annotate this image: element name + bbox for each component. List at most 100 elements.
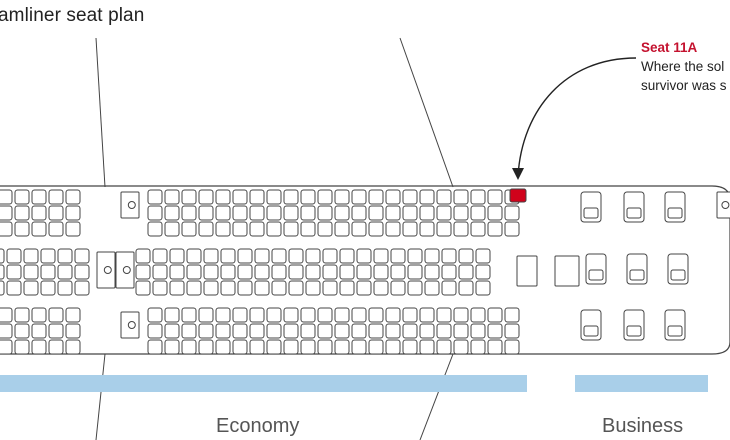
economy-seat bbox=[237, 248, 253, 264]
economy-seat bbox=[147, 221, 163, 237]
economy-seat bbox=[57, 264, 73, 280]
economy-seat bbox=[373, 264, 389, 280]
toilet-icon bbox=[122, 266, 131, 274]
callout-seat-label: Seat 11A bbox=[641, 40, 698, 55]
economy-seat bbox=[351, 189, 367, 205]
economy-seat bbox=[0, 323, 13, 339]
galley-unit bbox=[554, 255, 580, 287]
economy-seat bbox=[453, 323, 469, 339]
economy-seat bbox=[487, 323, 503, 339]
callout-arrow bbox=[517, 57, 637, 177]
economy-seat bbox=[402, 205, 418, 221]
economy-seat bbox=[169, 280, 185, 296]
economy-seat bbox=[283, 221, 299, 237]
economy-seat bbox=[0, 221, 13, 237]
economy-seat bbox=[74, 280, 90, 296]
economy-seat bbox=[266, 221, 282, 237]
economy-seat bbox=[351, 323, 367, 339]
business-label: Business bbox=[602, 415, 684, 437]
economy-seat bbox=[23, 280, 39, 296]
economy-seat bbox=[487, 189, 503, 205]
fuselage-outline bbox=[0, 185, 730, 355]
business-cabin-bar bbox=[575, 375, 708, 392]
economy-seat bbox=[65, 189, 81, 205]
economy-seat bbox=[220, 264, 236, 280]
toilet-icon bbox=[127, 201, 136, 209]
economy-seat bbox=[198, 307, 214, 323]
economy-seat bbox=[6, 280, 22, 296]
economy-seat bbox=[249, 307, 265, 323]
economy-seat bbox=[351, 221, 367, 237]
economy-seat bbox=[368, 307, 384, 323]
economy-seat bbox=[249, 189, 265, 205]
economy-seat bbox=[249, 221, 265, 237]
leader-line-top-right bbox=[399, 37, 454, 188]
economy-seat bbox=[470, 339, 486, 355]
economy-label: Economy bbox=[216, 415, 300, 437]
economy-seat bbox=[368, 339, 384, 355]
economy-seat bbox=[390, 280, 406, 296]
economy-seat bbox=[300, 189, 316, 205]
economy-seat bbox=[436, 205, 452, 221]
economy-seat bbox=[436, 307, 452, 323]
galley-unit bbox=[516, 255, 538, 287]
economy-seat bbox=[237, 264, 253, 280]
business-seat-cushion bbox=[667, 325, 683, 337]
economy-seat bbox=[249, 323, 265, 339]
economy-seat bbox=[487, 205, 503, 221]
economy-seat bbox=[147, 189, 163, 205]
economy-seat bbox=[419, 323, 435, 339]
economy-seat bbox=[436, 189, 452, 205]
economy-seat bbox=[0, 280, 5, 296]
economy-seat bbox=[334, 221, 350, 237]
economy-seat bbox=[31, 205, 47, 221]
economy-seat bbox=[305, 248, 321, 264]
economy-seat bbox=[232, 323, 248, 339]
economy-seat bbox=[368, 205, 384, 221]
economy-seat bbox=[470, 189, 486, 205]
business-seat-cushion bbox=[626, 325, 642, 337]
callout-arrowhead bbox=[512, 168, 524, 180]
economy-seat bbox=[65, 205, 81, 221]
economy-seat bbox=[220, 248, 236, 264]
economy-seat bbox=[475, 280, 491, 296]
economy-seat bbox=[65, 307, 81, 323]
economy-seat bbox=[181, 205, 197, 221]
seat-callout: Seat 11A Where the sol survivor was s bbox=[641, 38, 727, 95]
economy-seat bbox=[266, 307, 282, 323]
economy-seat bbox=[74, 248, 90, 264]
economy-seat bbox=[232, 189, 248, 205]
economy-seat bbox=[368, 221, 384, 237]
economy-seat bbox=[254, 280, 270, 296]
economy-seat bbox=[186, 280, 202, 296]
economy-seat bbox=[436, 339, 452, 355]
economy-seat bbox=[407, 280, 423, 296]
economy-seat bbox=[40, 280, 56, 296]
lavatory bbox=[96, 251, 116, 289]
economy-seat bbox=[487, 221, 503, 237]
economy-seat bbox=[215, 339, 231, 355]
economy-seat bbox=[65, 221, 81, 237]
economy-seat bbox=[322, 248, 338, 264]
economy-seat bbox=[232, 339, 248, 355]
lavatory bbox=[120, 311, 140, 339]
economy-seat bbox=[147, 323, 163, 339]
economy-seat bbox=[48, 189, 64, 205]
lavatory bbox=[115, 251, 135, 289]
business-seat-cushion bbox=[667, 207, 683, 219]
economy-seat bbox=[385, 307, 401, 323]
economy-seat bbox=[402, 339, 418, 355]
economy-seat bbox=[504, 339, 520, 355]
seat-11a-highlight bbox=[509, 188, 527, 203]
economy-seat bbox=[356, 248, 372, 264]
callout-desc-line2: survivor was s bbox=[641, 78, 727, 93]
economy-seat bbox=[334, 339, 350, 355]
economy-seat bbox=[283, 205, 299, 221]
economy-seat bbox=[334, 323, 350, 339]
economy-seat bbox=[436, 221, 452, 237]
economy-seat bbox=[57, 248, 73, 264]
economy-seat bbox=[74, 264, 90, 280]
business-seat-cushion bbox=[626, 207, 642, 219]
lavatory bbox=[716, 191, 730, 219]
